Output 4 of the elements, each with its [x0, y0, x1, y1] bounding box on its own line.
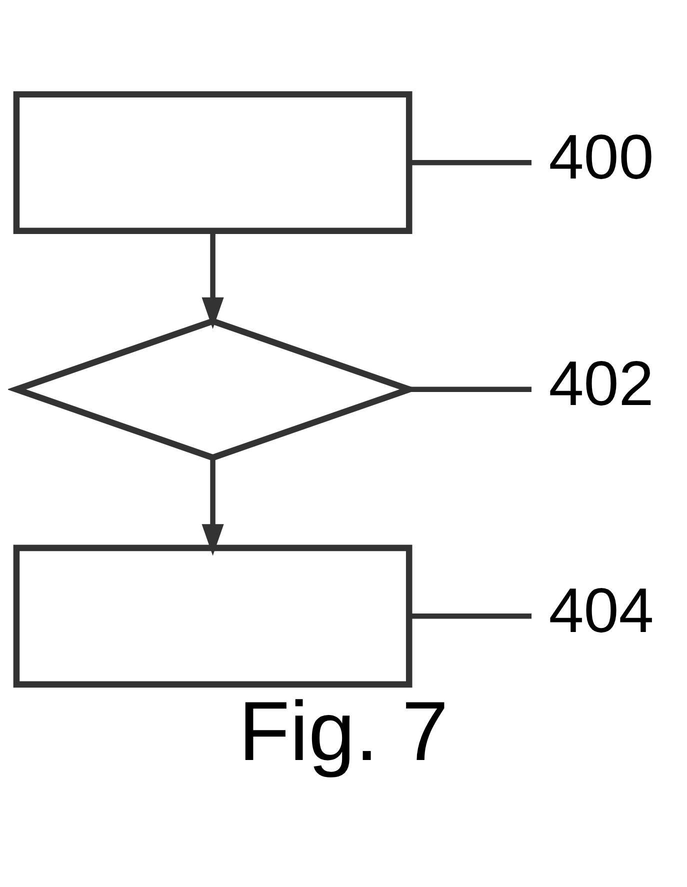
node-text: 404 [548, 575, 654, 646]
node-text: 402 [548, 348, 654, 419]
node-text: 400 [548, 122, 654, 192]
caption: Fig. 7 [238, 684, 449, 778]
